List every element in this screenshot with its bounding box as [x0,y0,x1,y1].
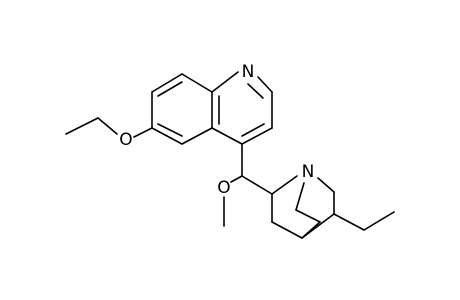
ethoxy-oxygen-label: O [119,130,132,150]
bond-c2q-n [271,175,298,195]
ethyl-group [333,211,395,231]
bond-o-ch2 [97,117,118,135]
bond-ch2-ch3-ethyl [363,211,395,231]
bond-c3q-ch2 [333,213,365,231]
bond-c4-c4a [211,127,243,145]
quinuclidine-cage [271,175,335,239]
bond-c3-c4 [241,127,273,145]
bond-n1-c2 [257,76,273,93]
bond-n-c6q [295,182,305,211]
bond-c8-c7-inner [157,81,183,97]
bond-c8-c7 [151,73,183,93]
bond-n1-c2-inner [247,83,264,99]
methoxy-oxygen-label: O [217,178,230,198]
bond-c8a-n1 [211,71,239,93]
bond-n-c8q [317,177,335,193]
bond-c5-c4a [181,127,213,145]
quinoline-nitrogen-label: N [242,62,255,82]
ethoxy-group [65,117,153,138]
bond-c6q-c7q [295,209,321,223]
benzene-ring [151,73,220,145]
bond-c8a-c8 [181,73,213,93]
quinuclidine-nitrogen-label: N [302,162,315,182]
bond-c6-c5 [151,127,183,145]
bond-c6-c5-inner [157,123,183,137]
bond-c3-c4-inner [241,123,265,137]
bond-cbridge-c2q [241,175,273,195]
bond-c4q-c5q [271,221,303,239]
bond-c7q-c4q [301,221,321,239]
methoxy-bridge [223,143,273,227]
pyridine-ring [211,71,273,145]
atom-labels: N O O N [119,62,314,198]
bond-cbridge-o [230,175,243,183]
bond-c6-o [133,127,153,138]
bond-ch2-ch3 [65,117,99,135]
